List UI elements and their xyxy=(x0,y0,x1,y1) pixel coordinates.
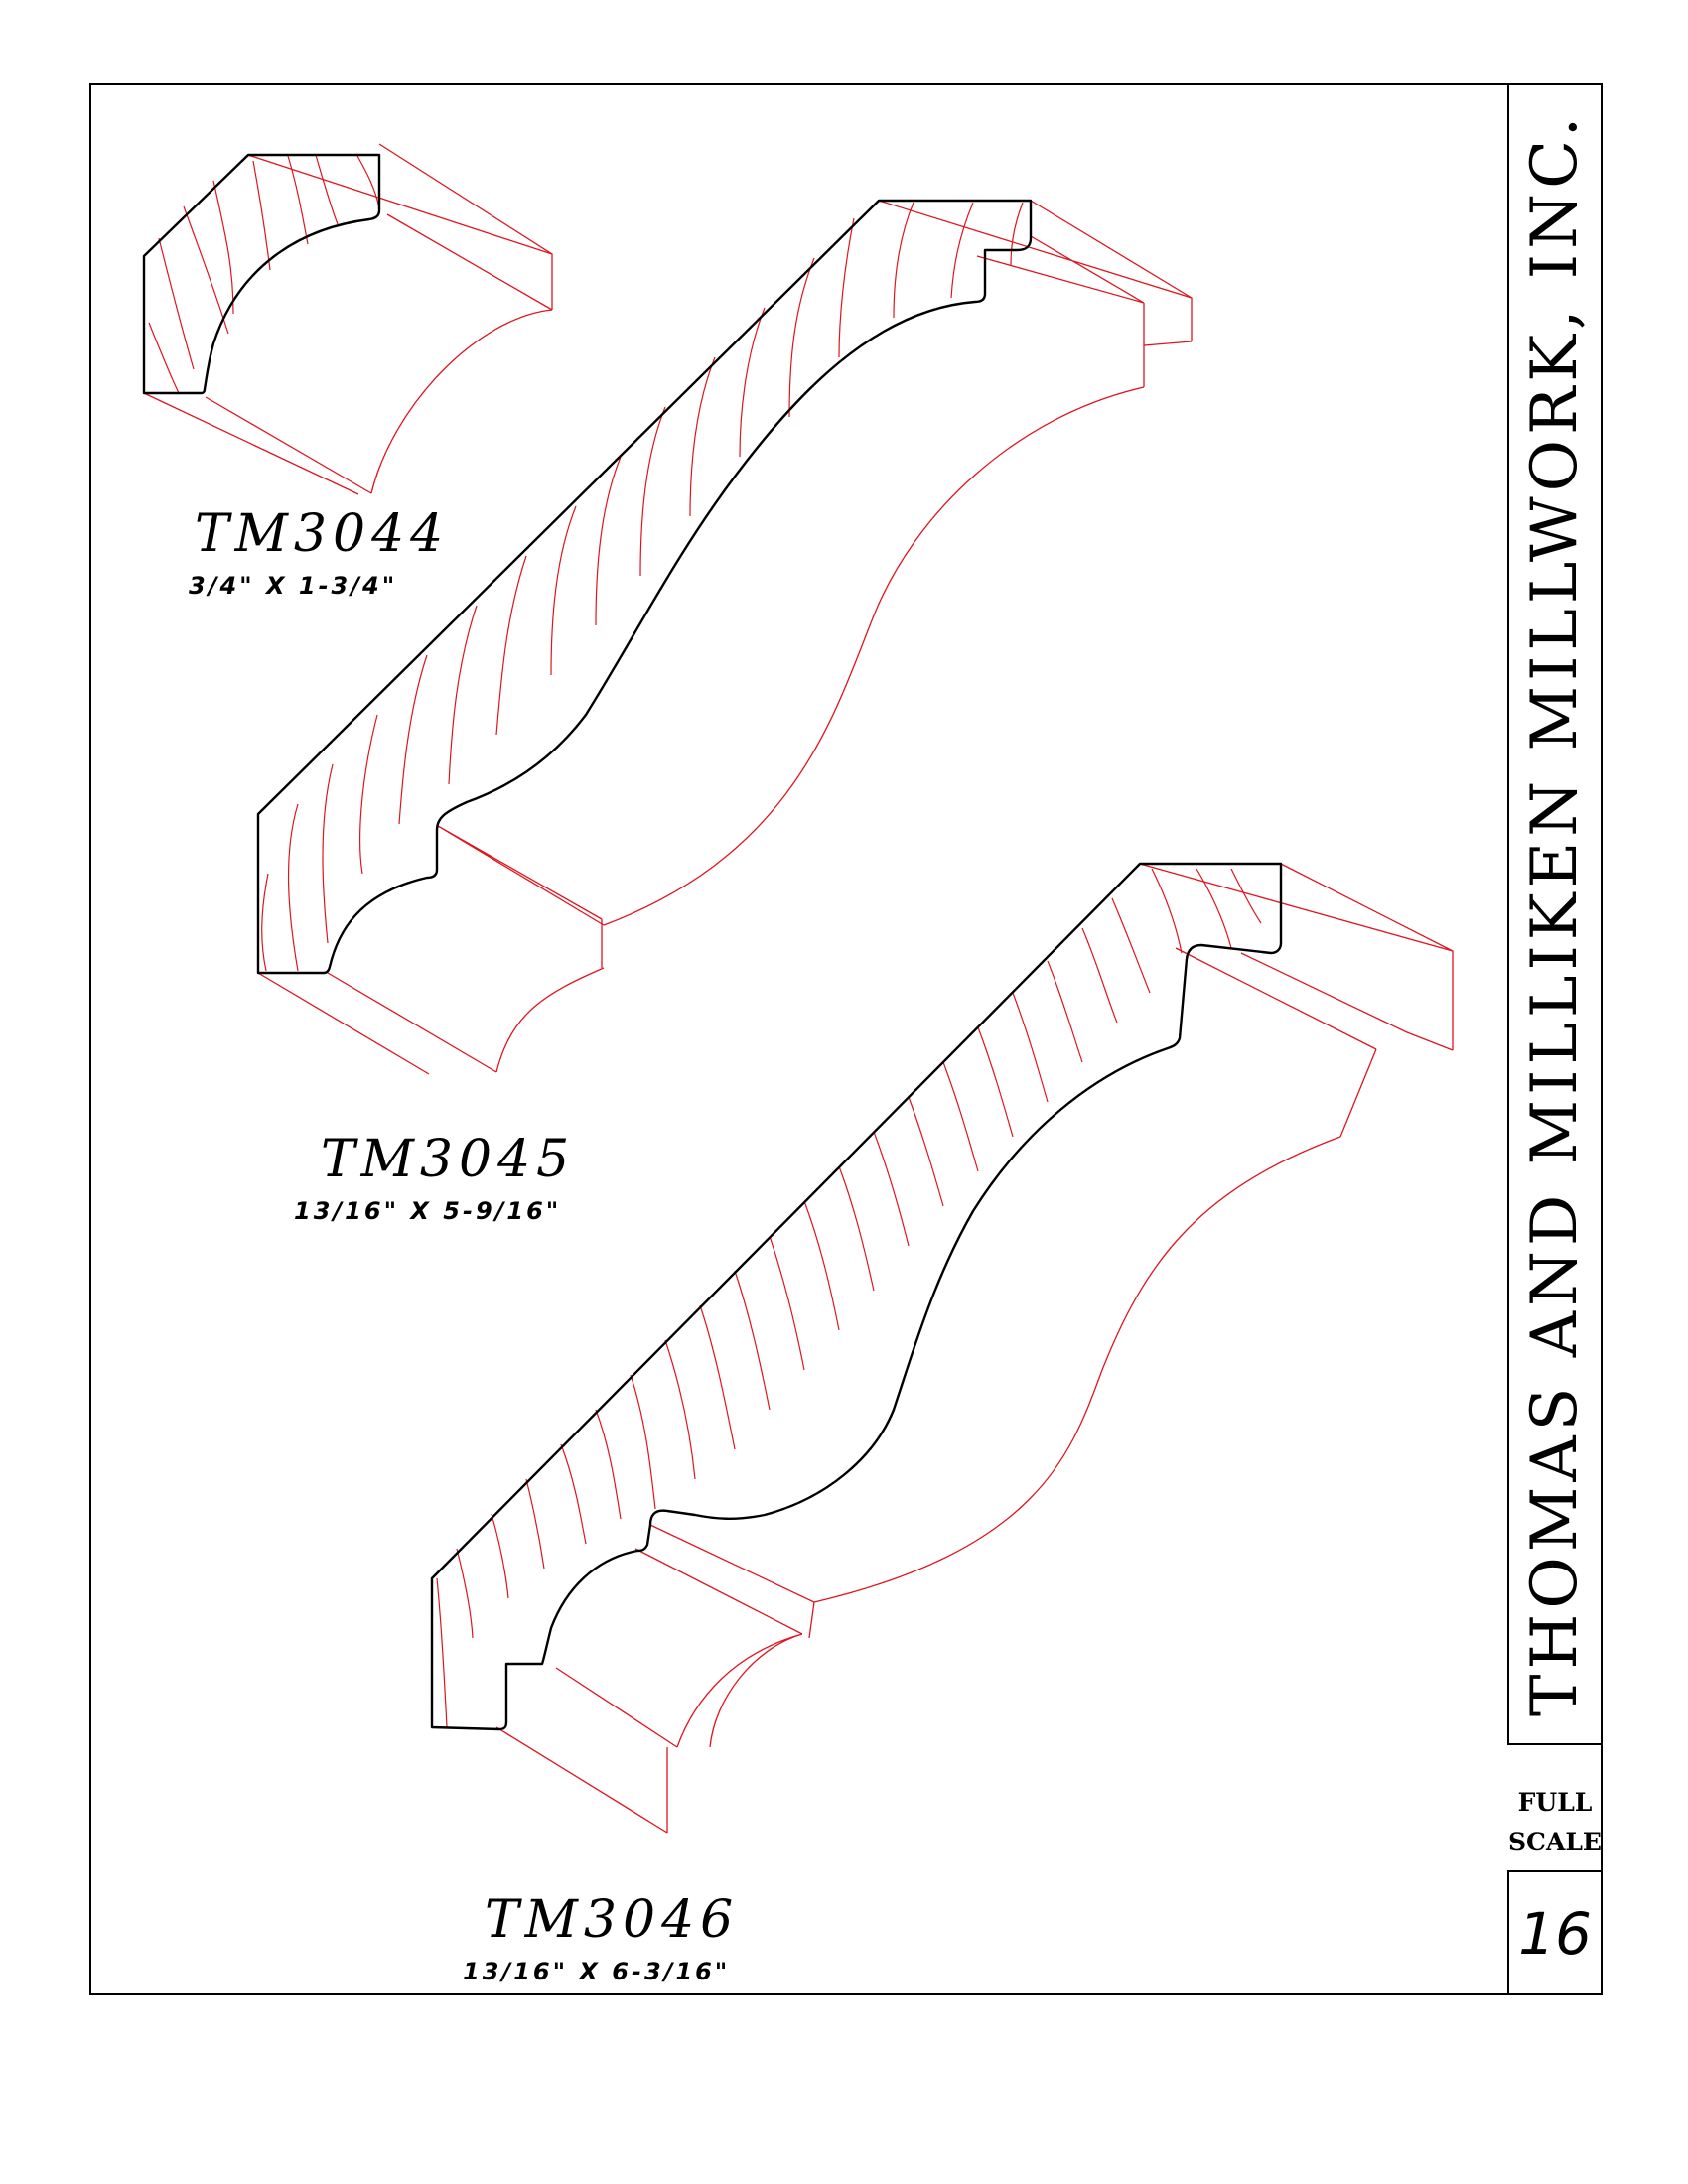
title-block: THOMAS AND MILLIKEN MILLWORK, INC. xyxy=(1507,83,1603,1745)
profile-tm3046-model: TM3046 xyxy=(485,1890,740,1950)
profile-tm3046-dimensions: 13/16" X 6-3/16" xyxy=(463,1958,731,1985)
company-name: THOMAS AND MILLIKEN MILLWORK, INC. xyxy=(1518,111,1592,1717)
profile-tm3044-model: TM3044 xyxy=(195,504,450,564)
profile-tm3044-drawing xyxy=(142,143,553,495)
profile-tm3045-dimensions: 13/16" X 5-9/16" xyxy=(294,1197,562,1225)
profile-tm3045-drawing xyxy=(256,199,1193,1075)
page-number: 16 xyxy=(1518,1900,1592,1968)
scale-label-line1: FULL xyxy=(1517,1788,1593,1817)
scale-label: FULL SCALE xyxy=(1507,1783,1603,1862)
scale-label-line2: SCALE xyxy=(1508,1828,1602,1856)
page-number-box: 16 xyxy=(1507,1870,1603,1995)
profile-tm3044-dimensions: 3/4" X 1-3/4" xyxy=(189,572,398,600)
profile-tm3045-model: TM3045 xyxy=(321,1130,576,1189)
profile-tm3046-drawing xyxy=(430,862,1454,1834)
